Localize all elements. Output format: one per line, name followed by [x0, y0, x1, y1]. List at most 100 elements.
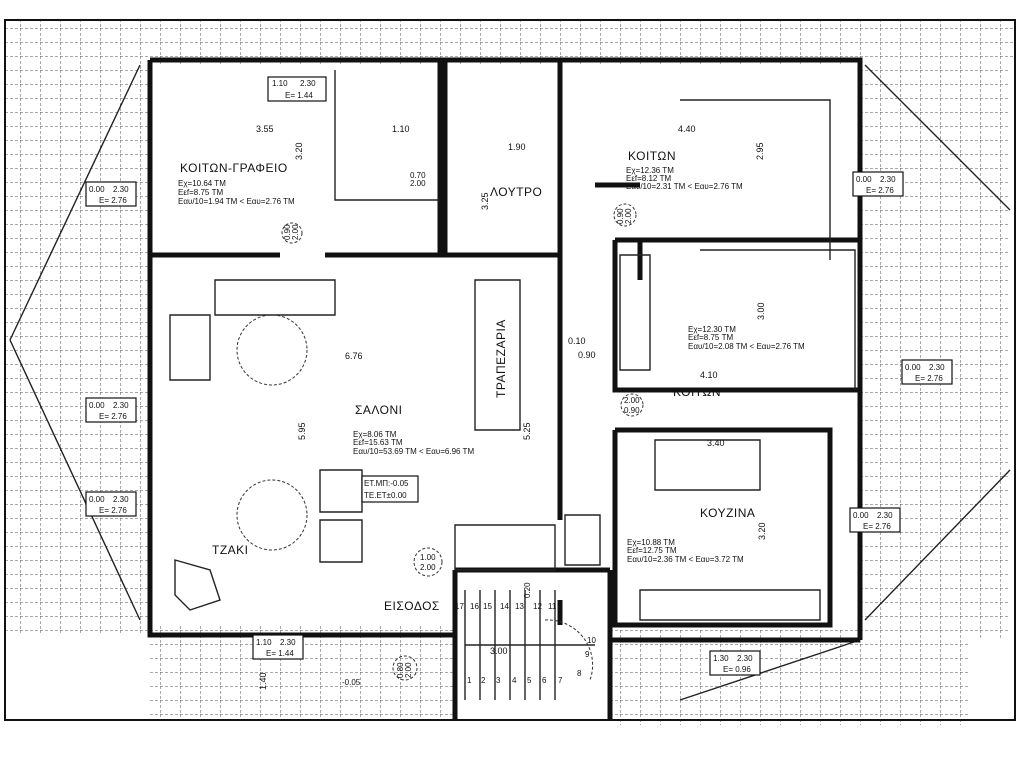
window-spec-top-office: 1.10 2.30 Ε= 1.44	[267, 76, 327, 102]
door-label: 2.00	[624, 396, 640, 405]
area-kitchen-2: Εεf=12.75 ΤΜ	[627, 546, 677, 555]
window-spec-right-mid: 0.00 2.30 Ε= 2.76	[901, 359, 953, 385]
dim-kitchen-width: 3.40	[707, 438, 725, 448]
dim-living-height2: 5.25	[522, 422, 532, 440]
window-width: 0.00	[89, 185, 105, 194]
area-kitchen-3: Εαυ/10=2.36 ΤΜ < Εαυ=3.72 ΤΜ	[627, 555, 744, 564]
dim-kitchen-height: 3.20	[757, 522, 767, 540]
door-label: 0.80	[396, 662, 405, 678]
door-label: 0.90	[616, 208, 625, 224]
dim-wc-width: 1.10	[392, 124, 410, 134]
dim-bedroom1-width: 4.40	[678, 124, 696, 134]
window-height: 2.30	[300, 79, 316, 88]
window-width: 0.00	[853, 511, 869, 520]
dim-stair-gap: 0.20	[523, 582, 532, 598]
window-spec-right-low: 0.00 2.30 Ε= 2.76	[849, 507, 901, 533]
window-area: Ε= 2.76	[99, 196, 127, 205]
stair-step: 1	[467, 676, 472, 685]
room-name-office: ΚΟΙΤΩΝ-ΓΡΑΦΕΙΟ	[180, 161, 288, 175]
window-area: Ε= 2.76	[863, 522, 891, 531]
terrace-width: 1.40	[258, 672, 268, 690]
door-label: 2.00	[624, 208, 633, 224]
window-area: Ε= 2.76	[866, 186, 894, 195]
dim-office-height: 3.20	[294, 142, 304, 160]
dim-bedroom2-height: 3.00	[756, 302, 766, 320]
window-spec-left-mid: 0.00 2.30 Ε= 2.76	[85, 397, 137, 423]
room-name-dining: ΤΡΑΠΕΖΑΡΙΑ	[494, 319, 508, 398]
area-kitchen-1: Εχ=10.88 ΤΜ	[627, 538, 675, 547]
stair-step: 11	[548, 602, 557, 611]
window-area: Ε= 1.44	[285, 91, 313, 100]
stair-step: 13	[515, 602, 524, 611]
window-spec-right-top: 0.00 2.30 Ε= 2.76	[852, 171, 904, 197]
door-entrance-h: 2.00	[420, 563, 436, 572]
area-bedroom1-1: Εχ=12.36 ΤΜ	[626, 166, 674, 175]
area-bedroom1-3: Εαυ/10=2.31 ΤΜ < Εαυ=2.76 ΤΜ	[626, 182, 743, 191]
window-area: Ε= 1.44	[266, 649, 294, 658]
area-office-3: Εαυ/10=1.94 ΤΜ < Εαυ=2.76 ΤΜ	[178, 197, 295, 206]
door-label: 0.90	[283, 224, 292, 240]
stair-step: 3	[496, 676, 501, 685]
window-height: 2.30	[280, 638, 296, 647]
stair-step: 15	[483, 602, 492, 611]
dim-bath-height: 3.25	[480, 192, 490, 210]
window-width: 1.10	[272, 79, 288, 88]
stair-step: 7	[558, 676, 563, 685]
stair-step: 5	[527, 676, 532, 685]
stair-step: 4	[512, 676, 517, 685]
partition-a: 0.10	[568, 336, 586, 346]
dim-bath-width: 1.90	[508, 142, 526, 152]
stair-step: 12	[533, 602, 542, 611]
room-name-bedroom1: ΚΟΙΤΩΝ	[628, 149, 676, 163]
window-height: 2.30	[113, 185, 129, 194]
dim-living-height: 5.95	[297, 422, 307, 440]
dim-bedroom2-width: 4.10	[700, 370, 718, 380]
window-height: 2.30	[737, 654, 753, 663]
window-spec-left-low: 0.00 2.30 Ε= 2.76	[85, 491, 137, 517]
window-area: Ε= 0.96	[723, 665, 751, 674]
area-bedroom2-2: Εεf=8.75 ΤΜ	[688, 333, 733, 342]
area-office-1: Εχ=10.64 ΤΜ	[178, 179, 226, 188]
level-finish: ΤΕ.ΕΤ±0.00	[364, 491, 407, 500]
stair-numbers: 17 16 15 14 13 12 11 1 2 3 4 5 6 7 10 9 …	[455, 602, 596, 685]
dim-stair-width: 3.00	[490, 646, 508, 656]
door-label: 2.00	[404, 662, 413, 678]
window-height: 2.30	[113, 401, 129, 410]
stair-turn-arc	[544, 619, 594, 681]
stair-step: 10	[587, 636, 596, 645]
window-width: 1.10	[256, 638, 272, 647]
partition-b: 0.90	[578, 350, 596, 360]
window-height: 2.30	[113, 495, 129, 504]
level-floor: ΕΤ.ΜΠ:-0.05	[364, 479, 409, 488]
walls	[147, 57, 863, 720]
door-label: 0.90	[624, 406, 640, 415]
door-wc-w: 0.70	[410, 171, 426, 180]
window-width: 0.00	[89, 495, 105, 504]
door-entrance-mark	[413, 547, 443, 577]
stair-step: 9	[585, 650, 590, 659]
window-area: Ε= 2.76	[99, 412, 127, 421]
window-height: 2.30	[877, 511, 893, 520]
room-name-entrance: ΕΙΣΟΔΟΣ	[384, 599, 440, 613]
dim-living-width: 6.76	[345, 351, 363, 361]
dim-office-width: 3.55	[256, 124, 274, 134]
stair-step: 8	[577, 669, 582, 678]
area-office-2: Εεf=8.75 ΤΜ	[178, 188, 223, 197]
window-spec-left-top: 0.00 2.30 Ε= 2.76	[85, 181, 137, 207]
area-living-1: Εχ=8.06 ΤΜ	[353, 430, 397, 439]
stair-step: 17	[455, 602, 464, 611]
stair-step: 14	[500, 602, 509, 611]
room-name-living: ΣΑΛΟΝΙ	[355, 403, 403, 417]
window-width: 0.00	[856, 175, 872, 184]
area-living-3: Εαυ/10=53.69 ΤΜ < Εαυ=6.96 ΤΜ	[353, 447, 474, 456]
stair-step: 2	[481, 676, 486, 685]
door-label: 2.00	[291, 224, 300, 240]
window-width: 0.00	[89, 401, 105, 410]
room-name-kitchen: ΚΟΥΖΙΝΑ	[700, 506, 755, 520]
window-width: 1.30	[713, 654, 729, 663]
door-wc-h: 2.00	[410, 179, 426, 188]
window-area: Ε= 2.76	[915, 374, 943, 383]
window-width: 0.00	[905, 363, 921, 372]
